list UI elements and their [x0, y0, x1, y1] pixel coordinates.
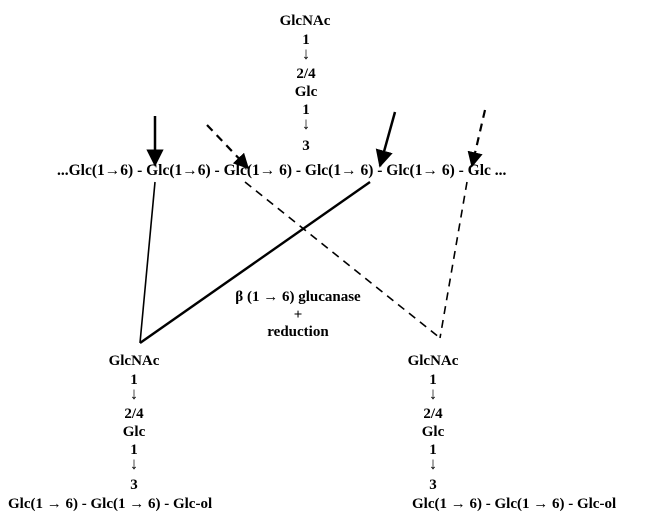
right-link-1: 1 — [429, 372, 437, 388]
fragment-line-left-solid — [139, 181, 156, 344]
enzyme-reduction: reduction — [267, 324, 329, 340]
fragment-line-left-dashed — [244, 181, 441, 339]
cleavage-arrow-4-dashed — [467, 109, 487, 168]
enzyme-label: β (1 → 6) glucanase — [235, 289, 361, 305]
left-link-3: 1 — [130, 442, 138, 458]
top-link-3: 1 — [302, 102, 310, 118]
left-link-2: 2/4 — [124, 406, 144, 422]
enzyme-plus: + — [293, 307, 303, 323]
right-arrow-2: ↓ — [428, 454, 438, 473]
right-product-chain: Glc(1 → 6) - Glc(1 → 6) - Glc-ol — [412, 496, 617, 512]
left-link-1: 1 — [130, 372, 138, 388]
top-glcnac: GlcNAc — [279, 13, 331, 29]
left-product-chain: Glc(1 → 6) - Glc(1 → 6) - Glc-ol — [8, 496, 213, 512]
left-glcnac: GlcNAc — [108, 353, 160, 369]
top-link-1: 1 — [302, 32, 310, 48]
left-link-4: 3 — [130, 477, 138, 493]
fragment-line-right-dashed — [439, 181, 468, 339]
right-glc: Glc — [421, 424, 445, 440]
right-link-2: 2/4 — [423, 406, 443, 422]
left-glc: Glc — [122, 424, 146, 440]
left-arrow-2: ↓ — [129, 454, 139, 473]
right-link-3: 1 — [429, 442, 437, 458]
left-arrow-1: ↓ — [129, 384, 139, 403]
right-arrow-1: ↓ — [428, 384, 438, 403]
cleavage-arrow-2-dashed — [206, 124, 250, 170]
top-arrow-2: ↓ — [301, 114, 311, 133]
right-glcnac: GlcNAc — [407, 353, 459, 369]
main-glucan-chain: ...Glc(1→6) - Glc(1→6) - Glc(1→ 6) - Glc… — [57, 162, 507, 179]
top-link-4: 3 — [302, 138, 310, 154]
fragment-line-right-solid — [139, 181, 371, 344]
cleavage-arrow-3 — [375, 111, 397, 168]
top-arrow-1: ↓ — [301, 44, 311, 63]
right-link-4: 3 — [429, 477, 437, 493]
top-glc: Glc — [294, 84, 318, 100]
top-link-2: 2/4 — [296, 66, 316, 82]
